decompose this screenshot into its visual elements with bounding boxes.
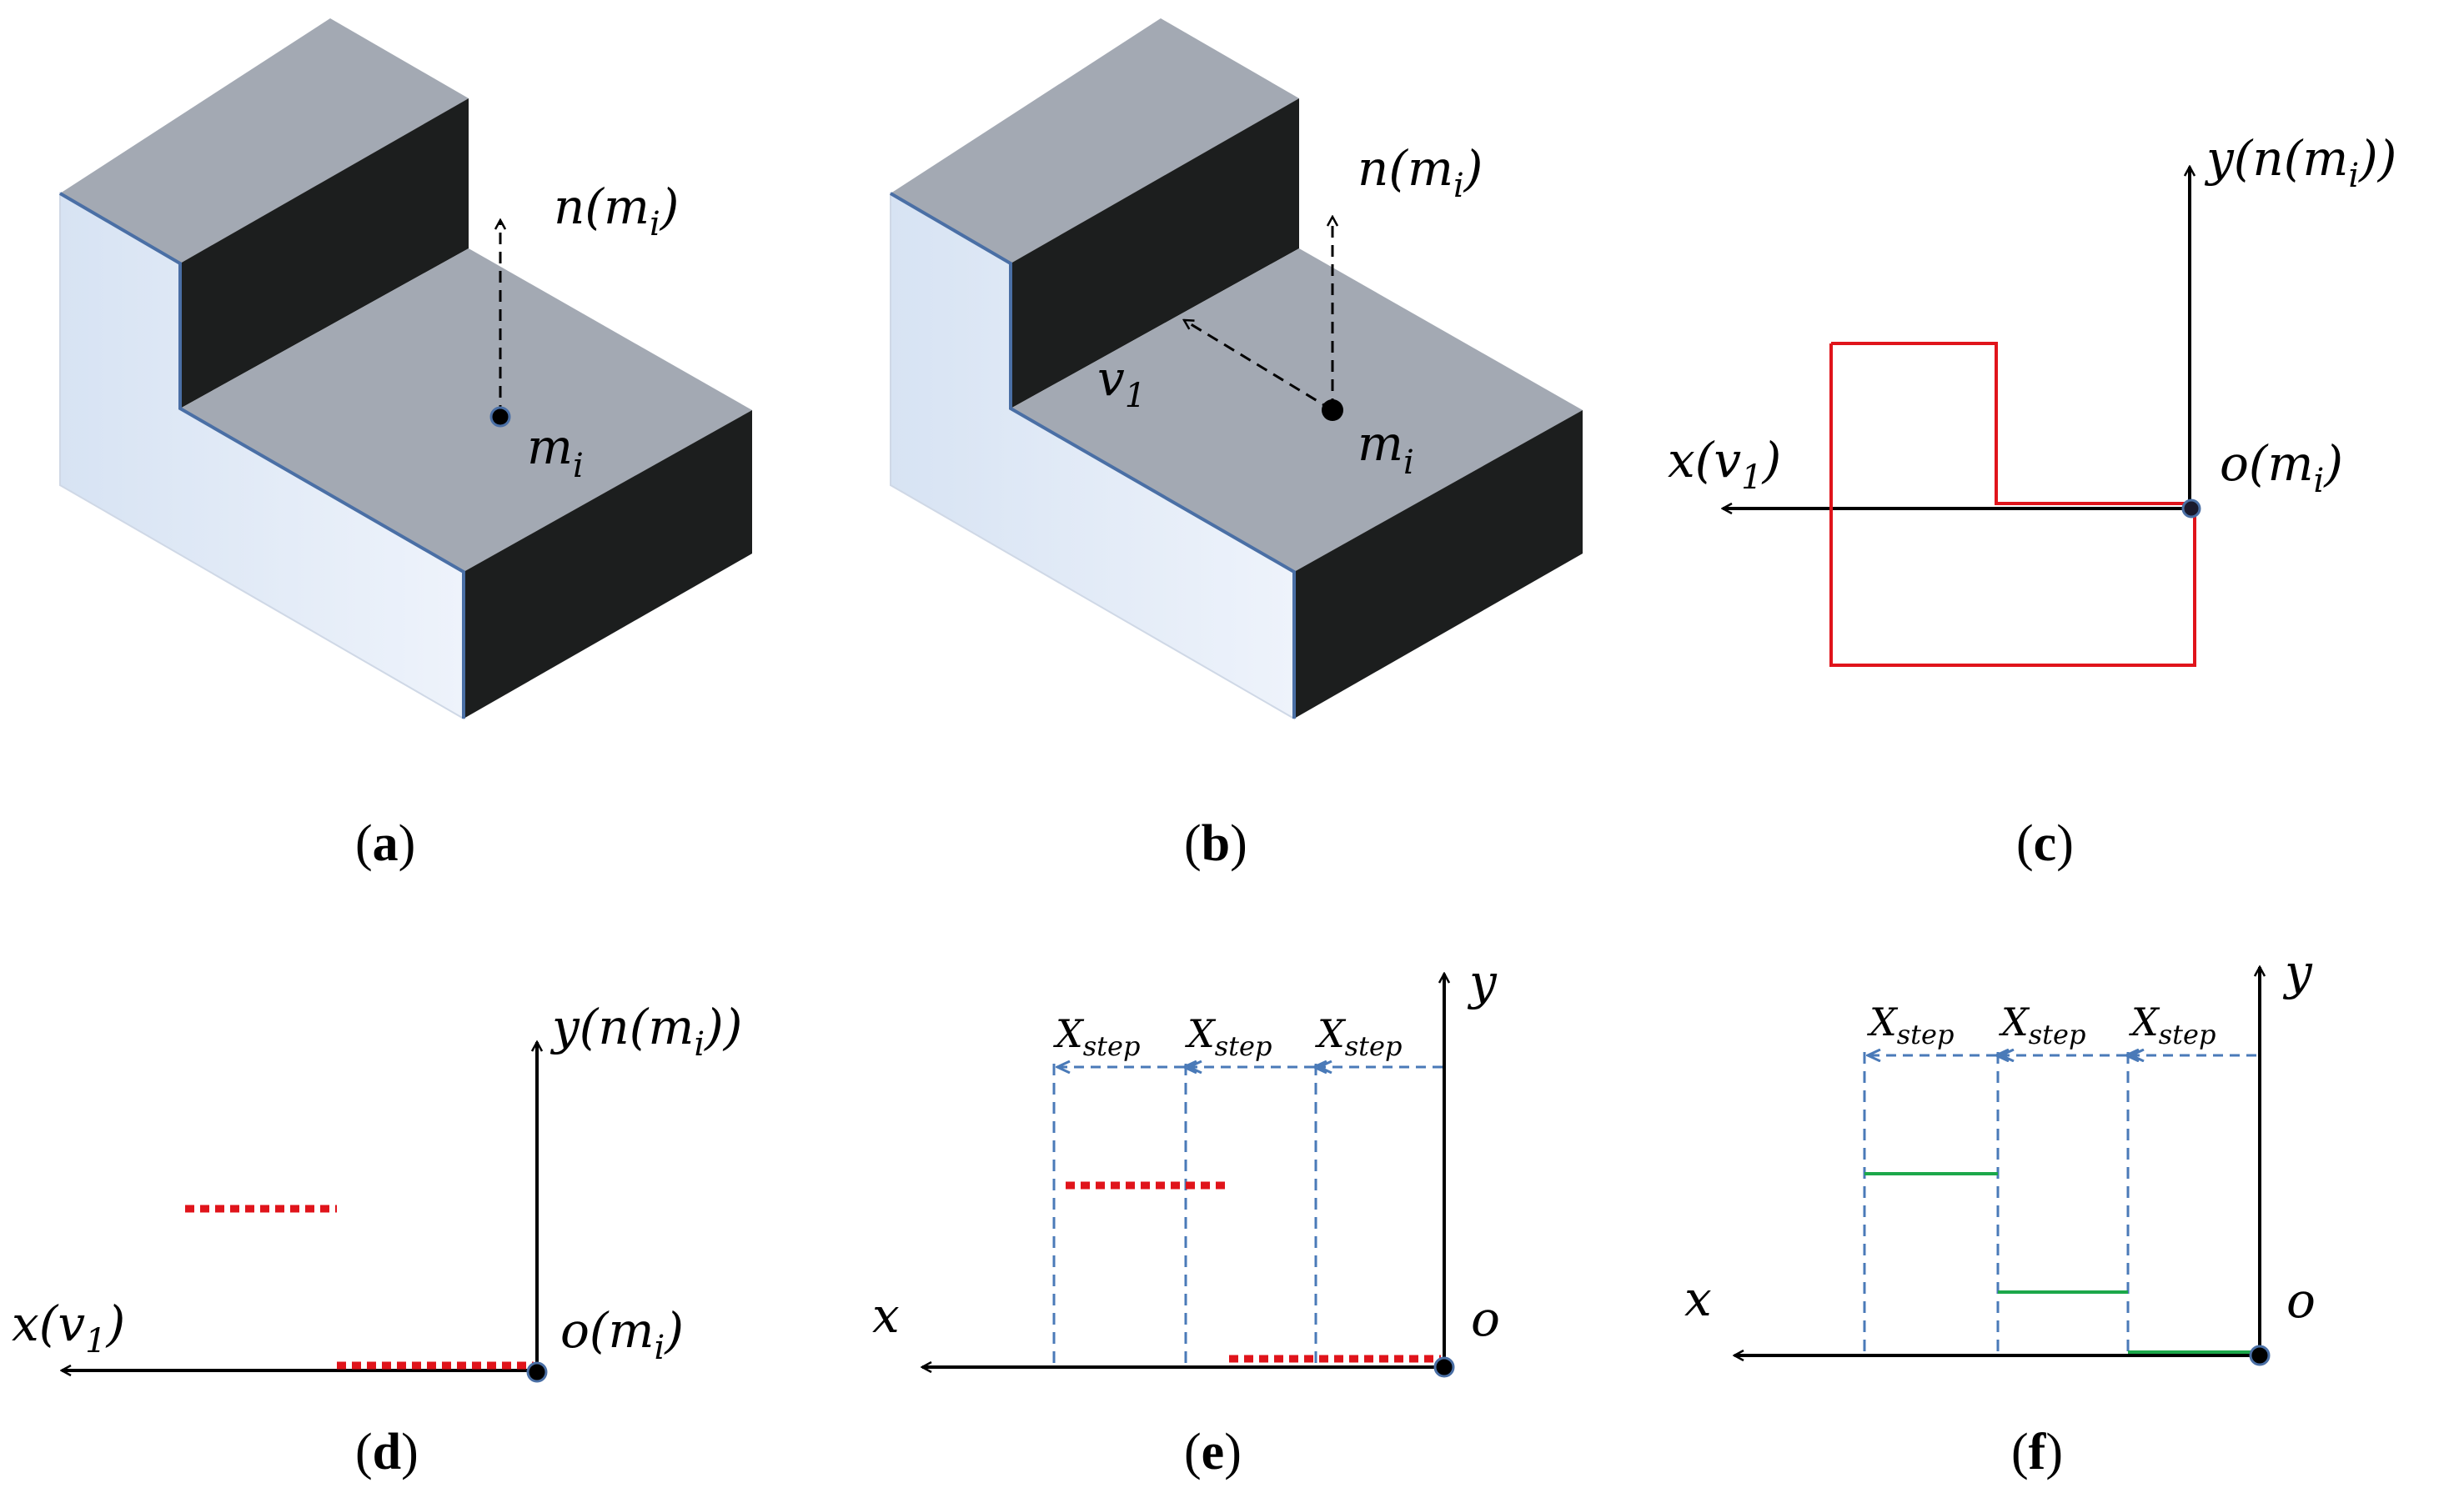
origin-point — [2181, 498, 2201, 519]
caption-c: (c) — [2016, 815, 2074, 872]
normal-label: n(mi) — [1357, 140, 1483, 205]
origin-point — [2249, 1345, 2271, 1366]
step-label-2: Xstep — [1185, 1011, 1272, 1062]
block-front-face — [1294, 410, 1583, 719]
x-axis-label: x — [872, 1287, 900, 1344]
profile-outline — [1829, 342, 2196, 667]
panel-a: n(mi) mi (a) — [58, 18, 752, 872]
l-block-b — [889, 18, 1583, 720]
origin-label: o(mi) — [2220, 435, 2343, 500]
point-mi — [489, 406, 511, 428]
block-riser-face — [180, 98, 469, 408]
point-label: mi — [527, 418, 584, 485]
block-top-front — [1011, 248, 1583, 572]
l-block-a — [58, 18, 752, 720]
caption-b: (b) — [1184, 815, 1247, 872]
vector-v1-arrow — [1184, 320, 1333, 412]
point-label: mi — [1357, 415, 1414, 482]
caption-e: (e) — [1184, 1424, 1242, 1480]
origin-label: o — [1471, 1290, 1500, 1347]
step-grid — [1052, 1064, 1317, 1364]
caption-f: (f) — [2011, 1424, 2063, 1480]
step-label-3: Xstep — [2129, 999, 2216, 1050]
block-top-back — [891, 18, 1299, 263]
block-top-back — [60, 18, 469, 263]
block-edge — [58, 192, 465, 719]
caption-d: (d) — [355, 1424, 419, 1480]
origin-point — [526, 1361, 548, 1383]
panel-b: n(mi) mi v1 (b) — [889, 18, 1583, 872]
step-label-3: Xstep — [1315, 1011, 1402, 1062]
step-label-1: Xstep — [1053, 1011, 1140, 1062]
origin-label: o — [2286, 1272, 2316, 1329]
y-axis-label: y — [1467, 954, 1498, 1010]
panel-c: y(n(mi)) x(v1) o(mi) (c) — [1668, 130, 2396, 872]
block-top-front — [180, 248, 752, 572]
y-axis-label: y — [2282, 944, 2313, 1000]
origin-label: o(mi) — [560, 1302, 684, 1367]
panel-e: Xstep Xstep Xstep y x o (e) — [872, 954, 1500, 1480]
y-axis-label: y(n(mi)) — [550, 999, 742, 1064]
point-mi — [1322, 399, 1343, 421]
x-axis-label: x(v1) — [12, 1295, 125, 1360]
x-axis-label: x — [1684, 1270, 1712, 1327]
origin-point — [1433, 1356, 1455, 1378]
panel-d: y(n(mi)) x(v1) o(mi) (d) — [12, 999, 742, 1480]
step-label-1: Xstep — [1867, 999, 1954, 1050]
y-axis-label: y(n(mi)) — [2204, 130, 2396, 195]
normal-label: n(mi) — [554, 178, 679, 243]
block-front-face — [464, 410, 752, 719]
x-axis-label: x(v1) — [1668, 432, 1781, 497]
panel-f: Xstep Xstep Xstep y x o (f) — [1684, 944, 2316, 1480]
vector-label: v1 — [1097, 350, 1146, 415]
step-label-2: Xstep — [1999, 999, 2085, 1050]
caption-a: (a) — [355, 815, 415, 872]
block-riser-face — [1011, 98, 1299, 408]
block-edge — [889, 192, 1296, 719]
step-grid — [1863, 1052, 2130, 1352]
